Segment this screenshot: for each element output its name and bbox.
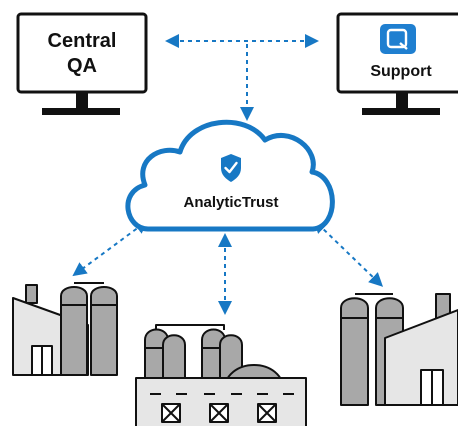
silo (60, 286, 88, 376)
cloud-label: AnalyticTrust (183, 194, 278, 211)
silo-pipe (155, 324, 225, 330)
monitor-base (42, 108, 120, 115)
shield-check-icon (221, 154, 241, 182)
support-logo-icon (380, 24, 416, 54)
left-factory (12, 282, 118, 376)
central-qa-monitor: Central QA (16, 12, 148, 115)
factory-door (31, 345, 53, 376)
monitor-neck (76, 92, 88, 110)
connections (72, 34, 384, 315)
arrow-cloud-right-site (312, 219, 384, 287)
support-label: Support (370, 63, 432, 80)
monitor-neck (396, 92, 408, 110)
central-qa-label-line2: QA (67, 55, 97, 77)
analytic-trust-cloud: AnalyticTrust (125, 119, 335, 232)
crate-icon (161, 403, 181, 423)
crate-icon (209, 403, 229, 423)
monitor-base (362, 108, 440, 115)
tank (162, 334, 186, 391)
factory-door (420, 369, 444, 406)
silo (90, 286, 118, 376)
monitor-screen (16, 12, 148, 94)
crate-icon (257, 403, 277, 423)
center-factory (135, 324, 307, 426)
support-monitor: Support (336, 12, 458, 115)
silo (340, 297, 369, 406)
arrow-cloud-left-site (72, 219, 149, 277)
chimney (25, 284, 38, 304)
right-factory (340, 293, 458, 406)
central-qa-label-line1: Central (48, 30, 117, 52)
